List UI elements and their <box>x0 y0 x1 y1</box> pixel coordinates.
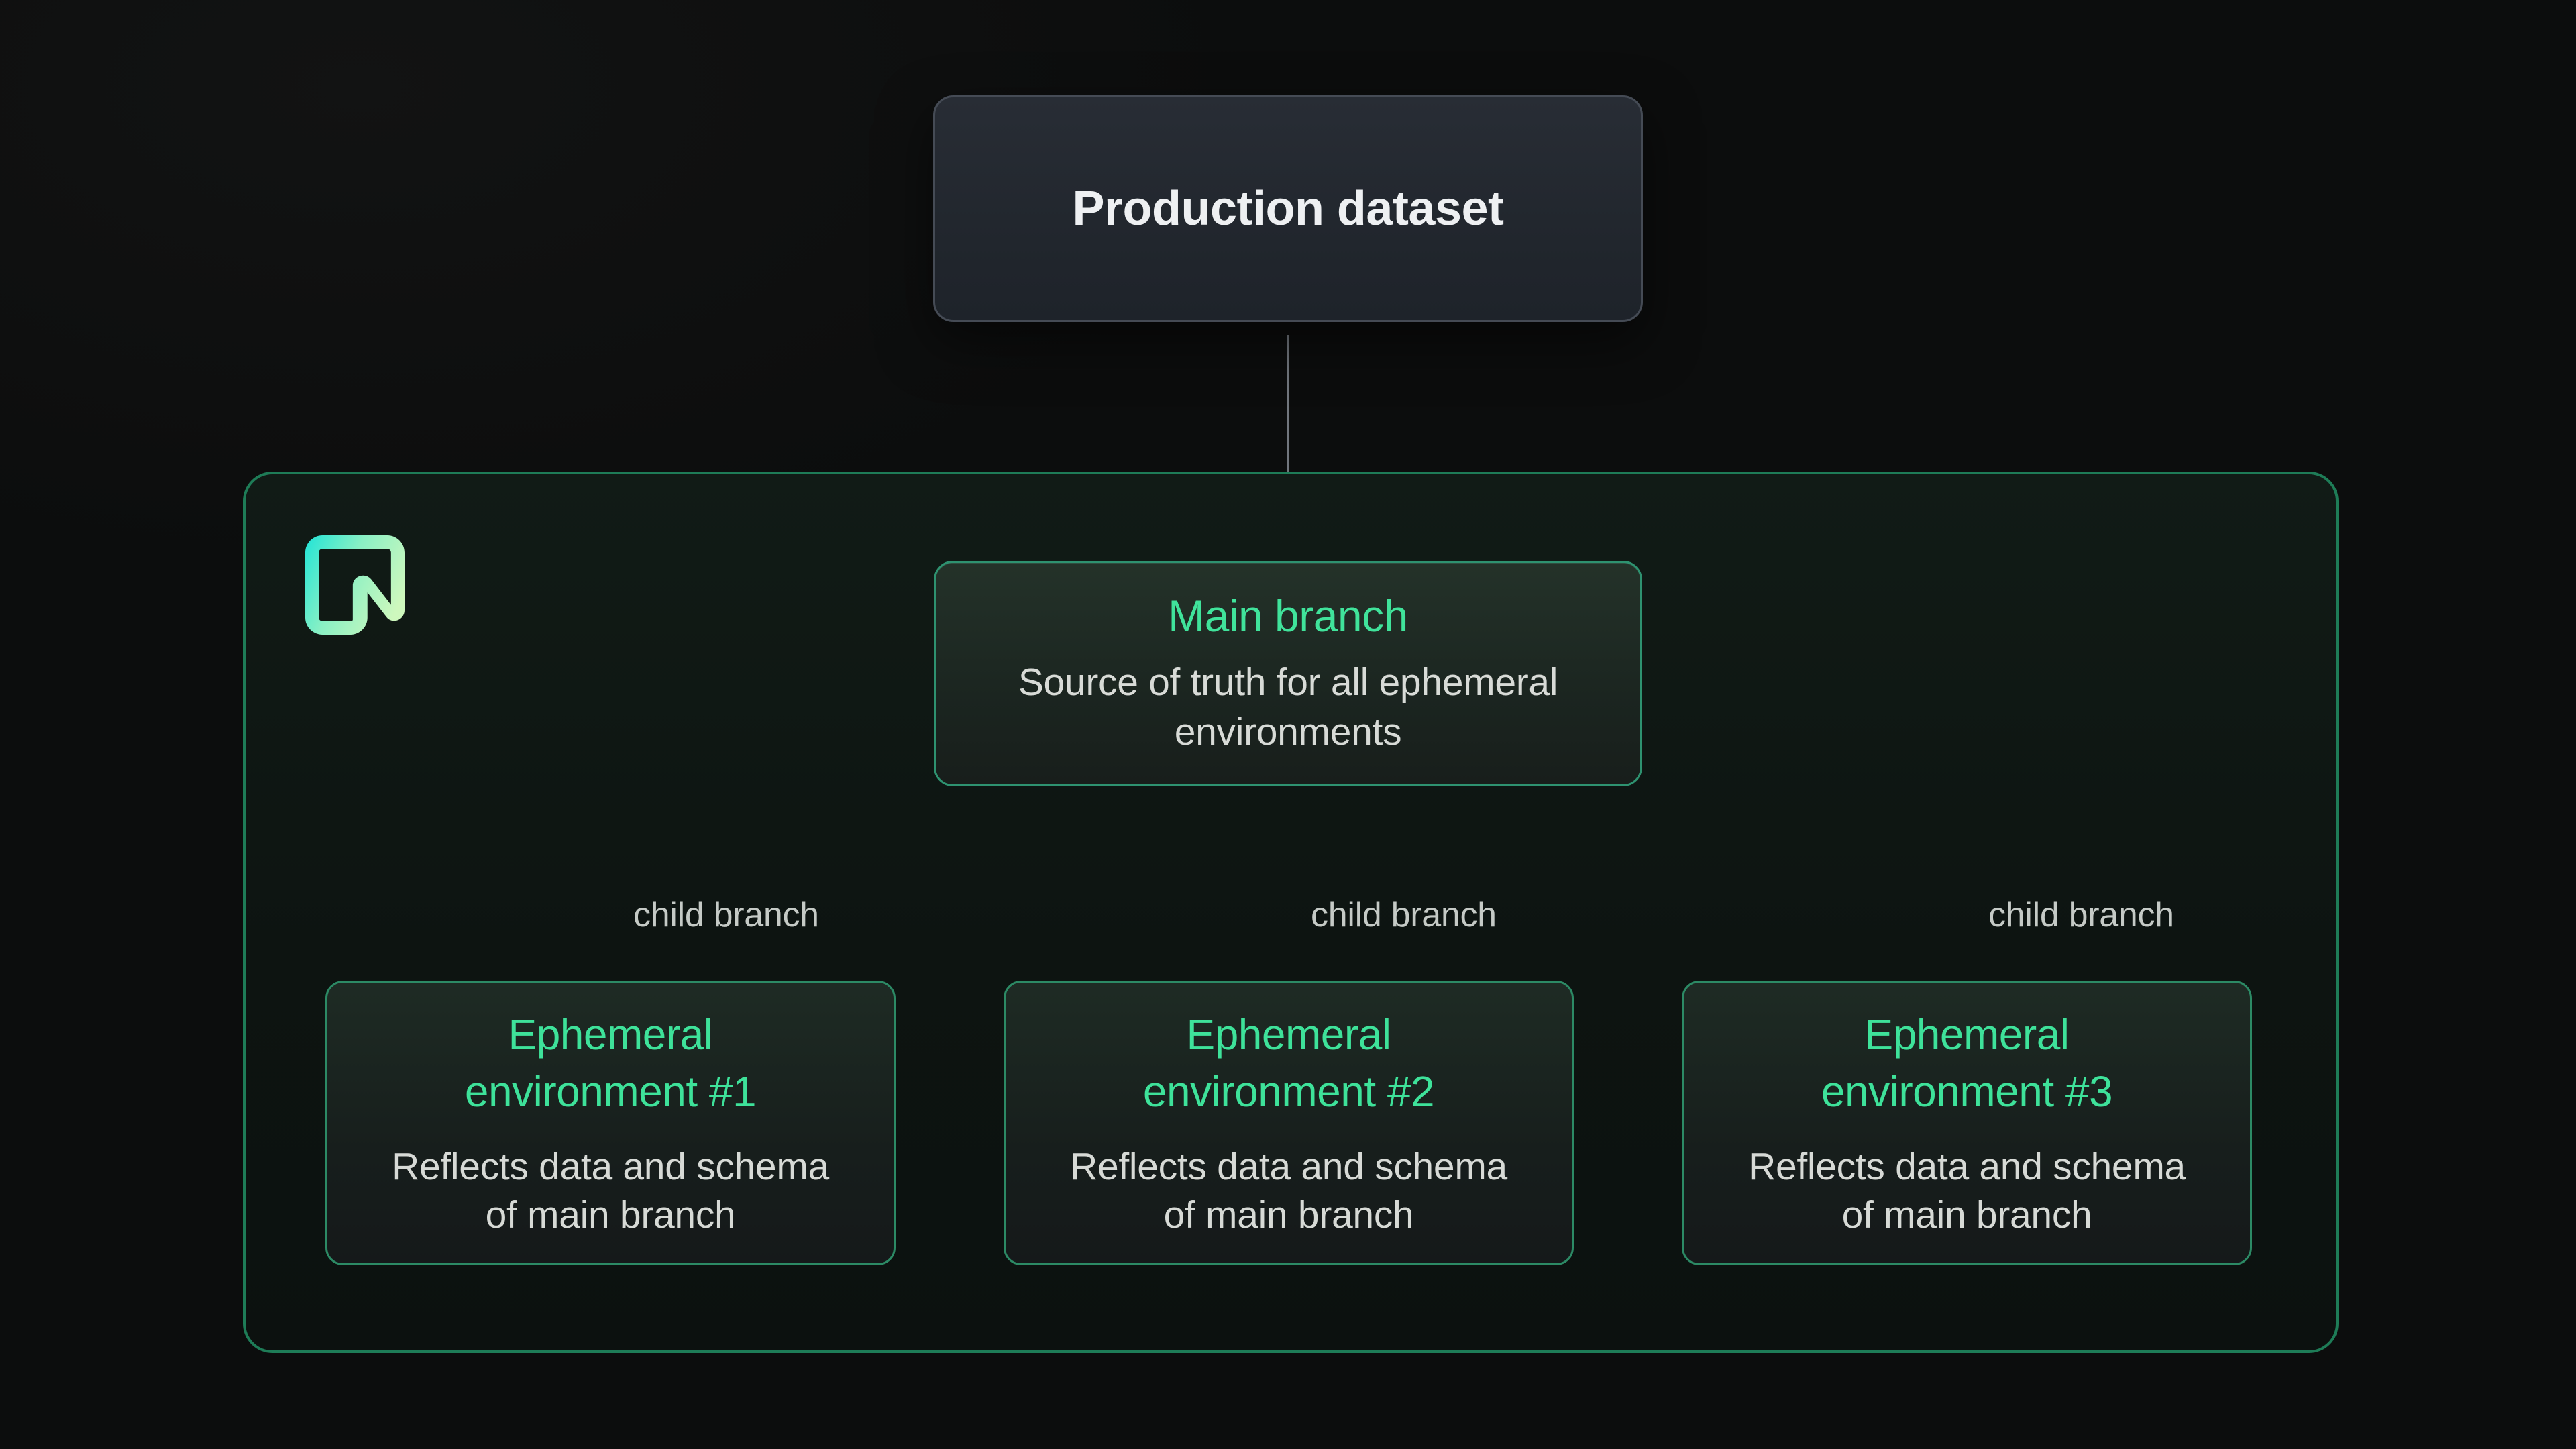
ephemeral-environment-title: Ephemeral environment #3 <box>1821 1010 2113 1116</box>
main-branch-box: Main branch Source of truth for all ephe… <box>934 561 1642 786</box>
neon-logo-icon <box>305 535 405 635</box>
main-branch-description: Source of truth for all ephemeral enviro… <box>1018 660 1558 753</box>
ephemeral-environment-box-2: Ephemeral environment #2 Reflects data a… <box>1004 981 1574 1265</box>
ephemeral-environment-description: Reflects data and schema of main branch <box>1070 1145 1507 1237</box>
child-branch-label: child branch <box>633 896 819 934</box>
ephemeral-environment-description: Reflects data and schema of main branch <box>392 1145 829 1237</box>
ephemeral-environment-box-3: Ephemeral environment #3 Reflects data a… <box>1682 981 2252 1265</box>
ephemeral-environment-title: Ephemeral environment #2 <box>1142 1010 1435 1116</box>
ephemeral-environment-title: Ephemeral environment #1 <box>464 1010 757 1116</box>
production-dataset-box: Production dataset <box>933 95 1643 322</box>
main-branch-title: Main branch <box>1168 590 1408 641</box>
child-branch-label: child branch <box>1311 896 1497 934</box>
child-branch-label: child branch <box>1988 896 2174 934</box>
production-dataset-title: Production dataset <box>1072 182 1504 235</box>
ephemeral-environment-box-1: Ephemeral environment #1 Reflects data a… <box>325 981 896 1265</box>
ephemeral-environment-description: Reflects data and schema of main branch <box>1748 1145 2186 1237</box>
